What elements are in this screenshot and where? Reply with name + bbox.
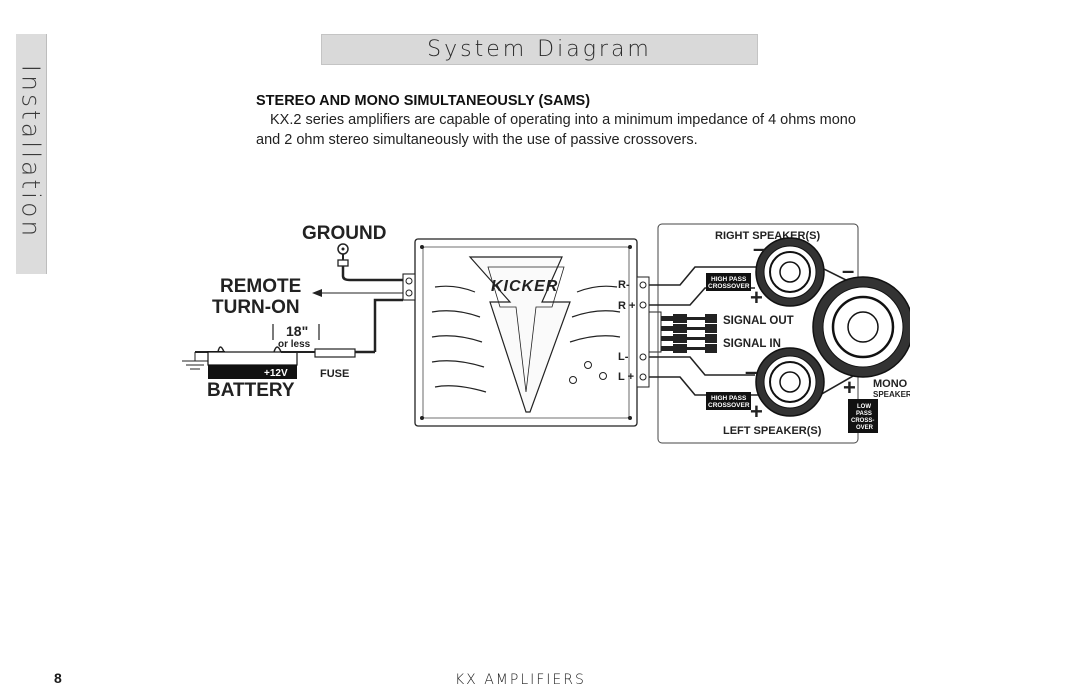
mono-speaker-plus: + [843,375,856,400]
left-speakers-label: LEFT SPEAKER(S) [723,425,822,437]
right-speaker-minus: – [753,236,765,261]
section-paragraph: KX.2 series amplifiers are capable of op… [256,112,856,148]
left-speaker-icon [755,347,825,417]
distance-marker-icon [272,324,320,340]
signal-out-label: SIGNAL OUT [723,315,794,327]
fuse-icon [281,298,403,358]
mono-speaker-label: SPEAKER [873,390,910,399]
ground-label: GROUND [302,223,386,244]
lp-line1: LOW [857,404,871,410]
left-speaker-minus: – [745,359,757,384]
brand-logo: KICKER [491,278,558,295]
left-hp-line2: CROSSOVER [708,402,750,409]
lp-line2: PASS [856,411,872,417]
battery-icon [207,346,298,379]
right-hp-line2: CROSSOVER [708,283,750,290]
mono-speaker-icon [812,276,910,378]
section-tab-label: Installation [16,64,46,240]
fuse-label: FUSE [320,368,349,380]
page-title: System Diagram [321,34,758,65]
left-hp-line1: HIGH PASS [711,395,747,402]
section-heading: STEREO AND MONO SIMULTANEOUSLY (SAMS) [256,93,591,109]
lp-line3: CROSS- [851,418,874,424]
distance-label: 18" [286,323,308,339]
remote-label-line2: TURN-ON [212,297,300,318]
right-speaker-plus: + [750,285,763,310]
battery-label: BATTERY [207,380,295,401]
terminal-r-plus: R + [618,300,635,312]
distance-sublabel: or less [278,339,311,350]
terminal-r-minus: R- [618,279,630,291]
mono-label: MONO [873,378,908,390]
amplifier-icon [402,238,662,427]
terminal-l-plus: L + [618,371,634,383]
ground-terminal-icon [337,243,403,282]
lp-line4: OVER [856,425,874,431]
right-speakers-label: RIGHT SPEAKER(S) [715,230,820,242]
footer-product-name: KX AMPLIFIERS [455,672,586,688]
page-number: 8 [54,670,62,686]
left-speaker-plus: + [750,399,763,424]
remote-label-line1: REMOTE [220,276,301,297]
right-speaker-icon [755,237,825,307]
right-hp-line1: HIGH PASS [711,276,747,283]
section-tab: Installation [16,34,47,274]
mono-speaker-minus: – [842,258,854,283]
lp-crossover [848,399,878,433]
remote-arrow-icon [312,289,403,297]
battery-voltage-label: +12V [264,368,288,379]
wiring-diagram: GROUND REMOTE TURN-ON 18" or less +12V B… [182,223,910,444]
left-hp-crossover [706,392,751,410]
terminal-l-minus: L- [618,351,629,363]
rca-plugs-icon [661,314,717,353]
right-hp-crossover [706,273,751,291]
signal-in-label: SIGNAL IN [723,338,781,350]
